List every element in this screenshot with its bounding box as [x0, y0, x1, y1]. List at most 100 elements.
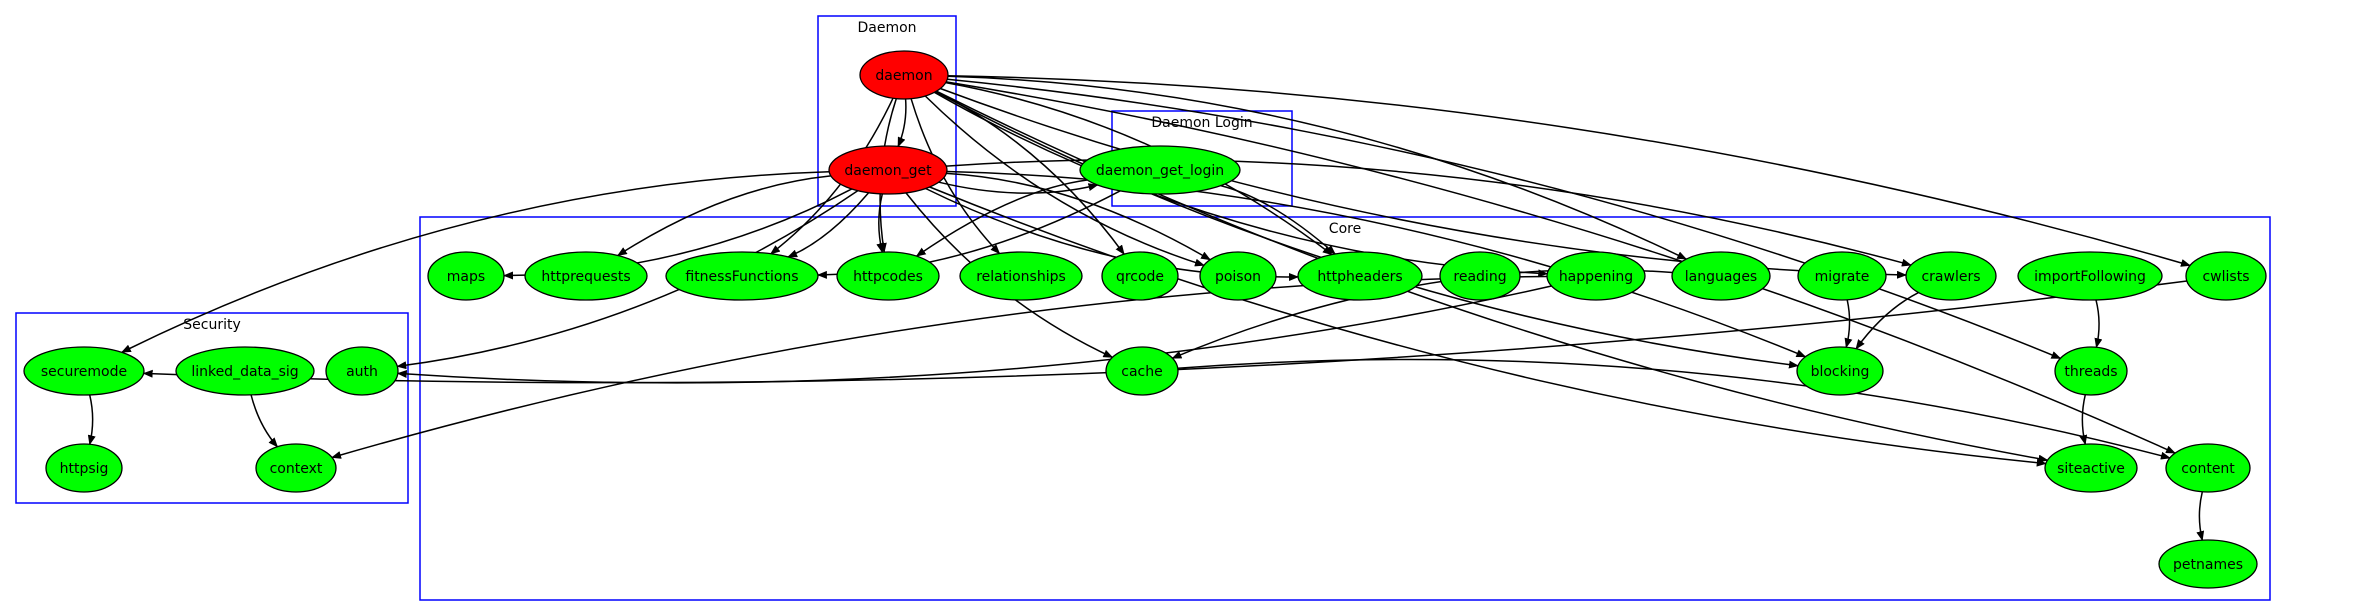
node-httpcodes[interactable]: httpcodes: [836, 251, 940, 301]
node-threads[interactable]: threads: [2054, 346, 2128, 396]
node-label: securemode: [41, 364, 127, 380]
edge-daemon_get_login-to-httpheaders: [1220, 184, 1336, 255]
edge-daemon_get-to-securemode: [120, 171, 830, 353]
node-ellipse: [1671, 251, 1771, 301]
node-poison[interactable]: poison: [1199, 251, 1277, 301]
edge-importFollowing-to-threads: [2094, 299, 2103, 349]
node-label: crawlers: [1921, 269, 1980, 285]
node-label: maps: [447, 269, 485, 285]
node-label: siteactive: [2057, 461, 2125, 477]
cluster-core-cluster: Core: [419, 216, 2271, 601]
node-crawlers[interactable]: crawlers: [1905, 251, 1997, 301]
node-ellipse: [665, 251, 819, 301]
node-migrate[interactable]: migrate: [1797, 251, 1887, 301]
node-daemon_get[interactable]: daemon_get: [828, 145, 948, 195]
node-securemode[interactable]: securemode: [23, 346, 145, 396]
node-ellipse: [1101, 251, 1179, 301]
node-label: linked_data_sig: [191, 364, 298, 380]
node-ellipse: [1105, 346, 1179, 396]
cluster-box: [817, 15, 957, 207]
node-httprequests[interactable]: httprequests: [524, 251, 648, 301]
node-ellipse: [2054, 346, 2128, 396]
edge-content-to-petnames: [2196, 491, 2205, 542]
node-blocking[interactable]: blocking: [1796, 346, 1884, 396]
node-maps[interactable]: maps: [427, 251, 505, 301]
cluster-label: Security: [183, 317, 241, 333]
node-ellipse: [23, 346, 145, 396]
node-label: migrate: [1815, 269, 1870, 285]
cluster-box: [15, 312, 409, 504]
node-ellipse: [427, 251, 505, 301]
node-ellipse: [45, 443, 123, 493]
node-label: httpcodes: [853, 269, 923, 285]
node-ellipse: [828, 145, 948, 195]
edge-daemon-to-relationships: [910, 98, 1001, 255]
edge-daemon-to-httpheaders: [945, 81, 1333, 256]
node-ellipse: [2158, 539, 2258, 589]
node-ellipse: [836, 251, 940, 301]
node-ellipse: [2044, 443, 2138, 493]
node-relationships[interactable]: relationships: [959, 251, 1083, 301]
node-label: blocking: [1811, 364, 1870, 380]
node-ellipse: [1079, 145, 1241, 195]
edge-daemon_get_login-to-httpcodes: [915, 179, 1088, 257]
edge-daemon_get-to-httpcodes: [876, 193, 885, 254]
edge-happening-to-auth: [396, 285, 1552, 384]
node-label: reading: [1453, 269, 1506, 285]
node-reading[interactable]: reading: [1439, 251, 1521, 301]
edge-threads-to-siteactive: [2079, 394, 2088, 446]
node-linked_data_sig[interactable]: linked_data_sig: [175, 346, 315, 396]
edges-layer: [87, 75, 2205, 542]
edge-daemon_get-to-blocking: [946, 170, 1807, 358]
node-auth[interactable]: auth: [325, 346, 399, 396]
edge-daemon-to-threads: [947, 78, 2062, 360]
node-cache[interactable]: cache: [1105, 346, 1179, 396]
node-label: qrcode: [1116, 269, 1164, 285]
edge-daemon-to-daemon_get: [897, 98, 907, 148]
node-ellipse: [1796, 346, 1884, 396]
node-qrcode[interactable]: qrcode: [1101, 251, 1179, 301]
node-importFollowing[interactable]: importFollowing: [2017, 251, 2163, 301]
node-context[interactable]: context: [255, 443, 337, 493]
cluster-box: [419, 216, 2271, 601]
node-ellipse: [1439, 251, 1521, 301]
node-label: threads: [2064, 364, 2117, 380]
node-label: poison: [1215, 269, 1261, 285]
node-label: petnames: [2173, 557, 2243, 573]
edge-daemon_get-to-daemon_get_login: [938, 181, 1099, 194]
node-content[interactable]: content: [2165, 443, 2251, 493]
node-ellipse: [1905, 251, 1997, 301]
node-label: httpheaders: [1317, 269, 1402, 285]
node-daemon[interactable]: daemon: [859, 50, 949, 100]
edge-happening-to-context: [331, 275, 1548, 459]
node-httpsig[interactable]: httpsig: [45, 443, 123, 493]
node-languages[interactable]: languages: [1671, 251, 1771, 301]
node-cwlists[interactable]: cwlists: [2185, 251, 2267, 301]
node-daemon_get_login[interactable]: daemon_get_login: [1079, 145, 1241, 195]
node-ellipse: [2017, 251, 2163, 301]
node-label: context: [270, 461, 323, 477]
edge-crawlers-to-blocking: [1855, 291, 1919, 350]
node-label: daemon_get: [844, 163, 932, 179]
node-ellipse: [175, 346, 315, 396]
node-ellipse: [959, 251, 1083, 301]
cluster-daemon-cluster: Daemon: [817, 15, 957, 207]
edge-cache-to-content: [1177, 358, 2171, 460]
node-ellipse: [325, 346, 399, 396]
edge-daemon_get-to-fitnessFunctions: [787, 192, 870, 258]
node-petnames[interactable]: petnames: [2158, 539, 2258, 589]
node-label: httpsig: [60, 461, 109, 477]
edge-daemon-to-fitnessFunctions: [770, 97, 894, 255]
node-fitnessFunctions[interactable]: fitnessFunctions: [665, 251, 819, 301]
node-ellipse: [255, 443, 337, 493]
cluster-label: Core: [1329, 221, 1361, 237]
node-httpheaders[interactable]: httpheaders: [1297, 251, 1423, 301]
edge-daemon_get-to-auth: [396, 189, 859, 370]
node-happening[interactable]: happening: [1546, 251, 1646, 301]
cluster-label: Daemon Login: [1151, 115, 1252, 131]
node-siteactive[interactable]: siteactive: [2044, 443, 2138, 493]
edge-daemon-to-languages: [947, 75, 1688, 260]
